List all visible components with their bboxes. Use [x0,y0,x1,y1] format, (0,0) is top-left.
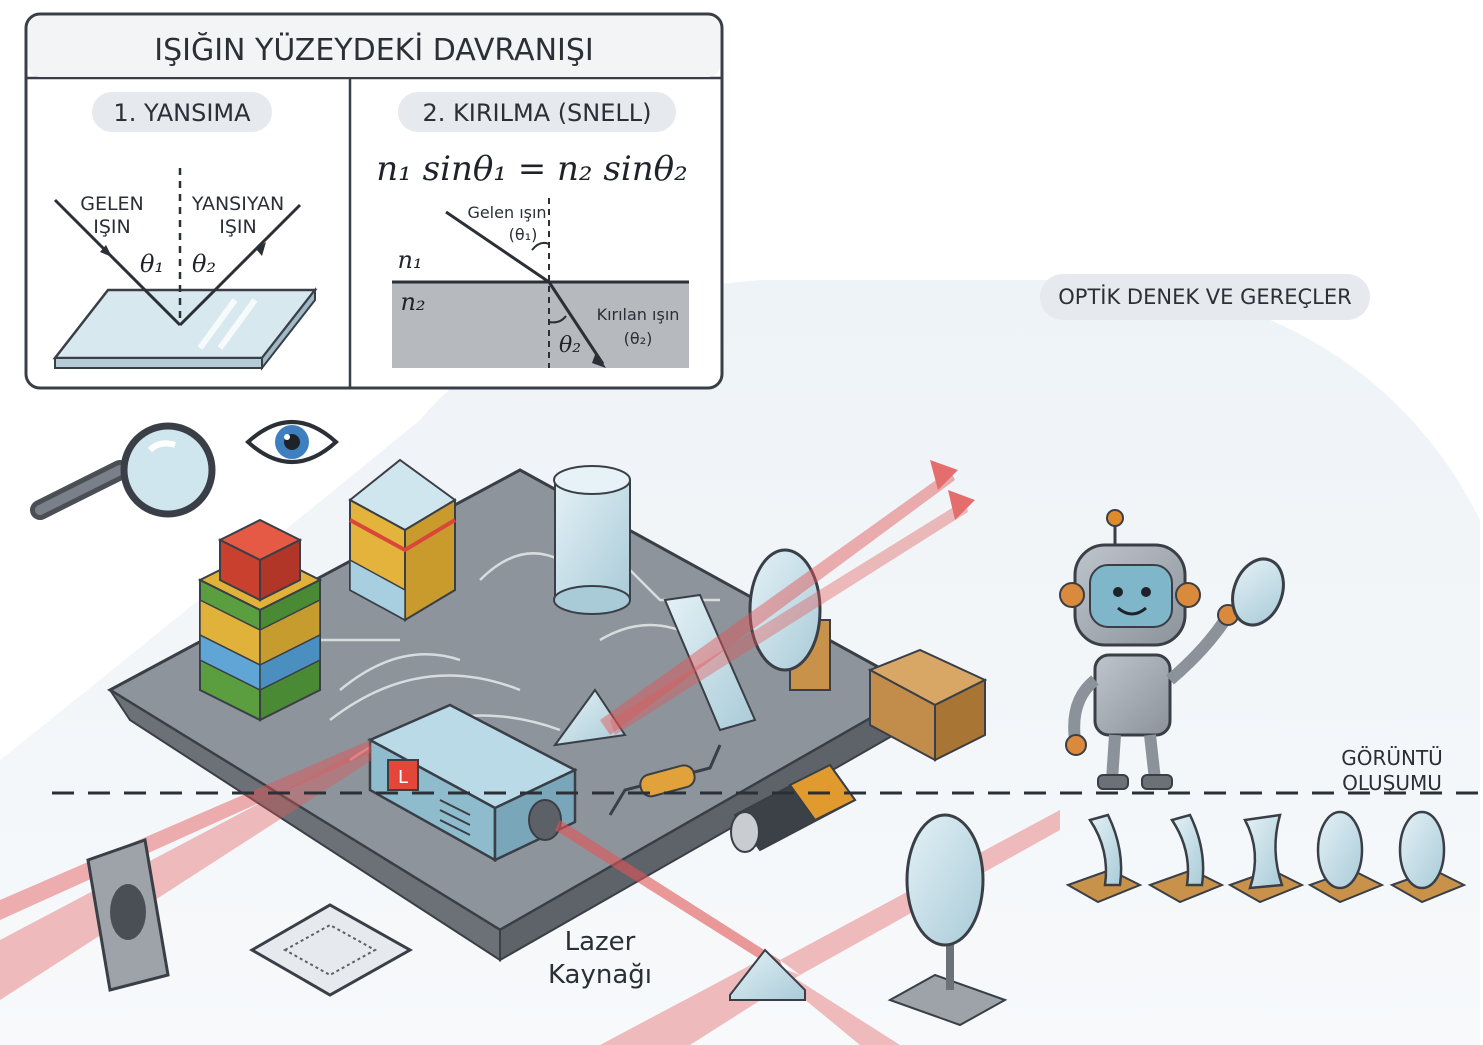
svg-text:YANSIYAN: YANSIYAN [191,193,284,215]
refraction-heading-badge [398,92,676,132]
bottom-prism [729,948,806,1001]
magnifier-icon [30,422,216,520]
refraction-refracted-ray [547,281,605,365]
svg-text:θ₂: θ₂ [192,250,216,278]
aperture-frame [86,837,170,992]
lens-convex-1 [1307,810,1385,904]
svg-text:IŞIN: IŞIN [93,216,130,238]
lens-concave-1 [1065,813,1143,904]
svg-text:L: L [398,767,408,788]
laser-label-1: Lazer [565,927,636,957]
reflection-heading-badge [92,92,272,132]
prism-stack [348,458,457,622]
lens-biconcave [1227,813,1305,904]
lens-row [1065,810,1467,904]
board-lens [748,548,831,691]
incident-ray [53,198,182,327]
lens-concave-2 [1147,813,1225,904]
medium-n2 [392,282,689,368]
image-formation-label-2: OLUŞUMU [1342,771,1442,795]
wooden-block [867,648,988,762]
svg-text:OPTİK DENEK VE GEREÇLER: OPTİK DENEK VE GEREÇLER [1058,284,1351,309]
reflected-ray [178,203,302,327]
glass-cylinder [553,465,631,615]
panel-title: IŞIĞIN YÜZEYDEKİ DAVRANIŞI [154,31,594,68]
laser-label-2: Kaynağı [548,960,652,990]
optics-equipment-badge: OPTİK DENEK VE GEREÇLER [1040,274,1370,320]
laser-source: L [367,703,578,863]
svg-text:Kırılan ışın: Kırılan ışın [597,305,680,324]
svg-text:IŞIN: IŞIN [219,216,256,238]
reflection-heading: 1. YANSIMA [113,99,251,127]
stand-lens [887,813,1008,1027]
resistor [608,744,722,816]
image-formation-label-1: GÖRÜNTÜ [1341,746,1443,770]
grating-chip [248,903,414,997]
refraction-incident-ray [445,210,550,284]
snell-formula: n₁ sinθ₁ = n₂ sinθ₂ [376,149,687,189]
info-panel: IŞIĞIN YÜZEYDEKİ DAVRANIŞI 1. YANSIMA GE… [24,12,724,390]
battery [730,763,857,853]
svg-text:θ₂: θ₂ [559,333,581,358]
eye-icon [245,420,339,464]
svg-text:θ₁: θ₁ [140,250,164,278]
svg-text:Gelen ışın: Gelen ışın [467,203,546,222]
lens-convex-2 [1389,810,1467,904]
svg-text:GELEN: GELEN [80,193,144,215]
refraction-heading: 2. KIRILMA (SNELL) [422,99,651,127]
trapezoid-prism [663,593,757,732]
small-prism [552,688,627,747]
robot-mascot [1059,509,1285,790]
svg-text:(θ₂): (θ₂) [624,329,653,348]
color-cube-stack [197,518,323,722]
svg-text:n₂: n₂ [400,288,425,316]
svg-text:(θ₁): (θ₁) [509,225,538,244]
svg-text:n₁: n₁ [397,246,422,274]
